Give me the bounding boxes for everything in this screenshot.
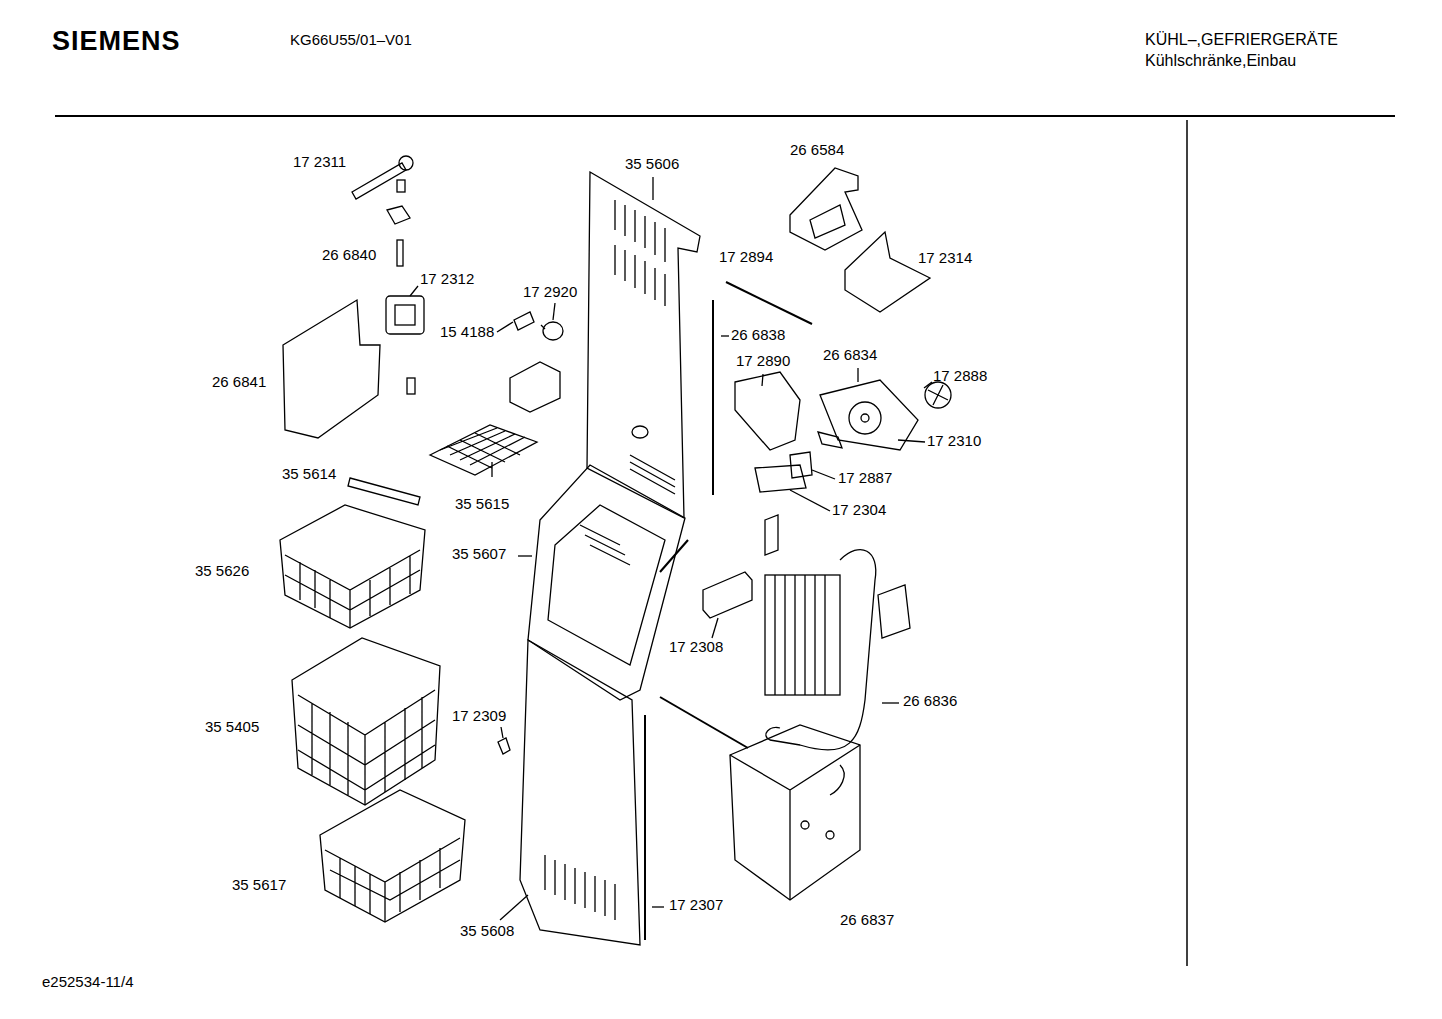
callout-number: 17 2890 xyxy=(736,352,790,370)
callout-number: 17 2311 xyxy=(293,153,346,171)
drawing-id: e252534-11/4 xyxy=(42,973,133,991)
callout-number: 26 6584 xyxy=(790,141,844,159)
callout-number: 17 2314 xyxy=(918,249,972,267)
callout-number: 17 2304 xyxy=(832,501,886,519)
callout-number: 17 2312 xyxy=(420,270,474,288)
callout-number: 26 6838 xyxy=(731,326,785,344)
callout-number: 35 5405 xyxy=(205,718,259,736)
model-number: KG66U55/01–V01 xyxy=(290,31,412,49)
callout-number: 17 2894 xyxy=(719,248,773,266)
callout-number: 35 5615 xyxy=(455,495,509,513)
callout-number: 17 2920 xyxy=(523,283,577,301)
callout-number: 26 6841 xyxy=(212,373,266,391)
callout-number: 17 2309 xyxy=(452,707,506,725)
callout-number: 17 2888 xyxy=(933,367,987,385)
category-heading: KÜHL–,GEFRIERGERÄTE xyxy=(1145,30,1338,50)
callout-number: 17 2310 xyxy=(927,432,981,450)
callout-number: 26 6836 xyxy=(903,692,957,710)
callout-number: 26 6840 xyxy=(322,246,376,264)
category-heading: Kühlschränke,Einbau xyxy=(1145,51,1296,71)
callout-number: 35 5606 xyxy=(625,155,679,173)
callout-number: 35 5614 xyxy=(282,465,336,483)
callout-number: 17 2887 xyxy=(838,469,892,487)
callout-number: 26 6837 xyxy=(840,911,894,929)
callout-number: 35 5608 xyxy=(460,922,514,940)
callout-number: 35 5607 xyxy=(452,545,506,563)
callout-number: 35 5626 xyxy=(195,562,249,580)
callout-number: 15 4188 xyxy=(440,323,494,341)
callout-number: 17 2307 xyxy=(669,896,723,914)
callout-number: 17 2308 xyxy=(669,638,723,656)
callout-number: 26 6834 xyxy=(823,346,877,364)
brand-logo: SIEMENS xyxy=(52,26,181,56)
callout-number: 35 5617 xyxy=(232,876,286,894)
